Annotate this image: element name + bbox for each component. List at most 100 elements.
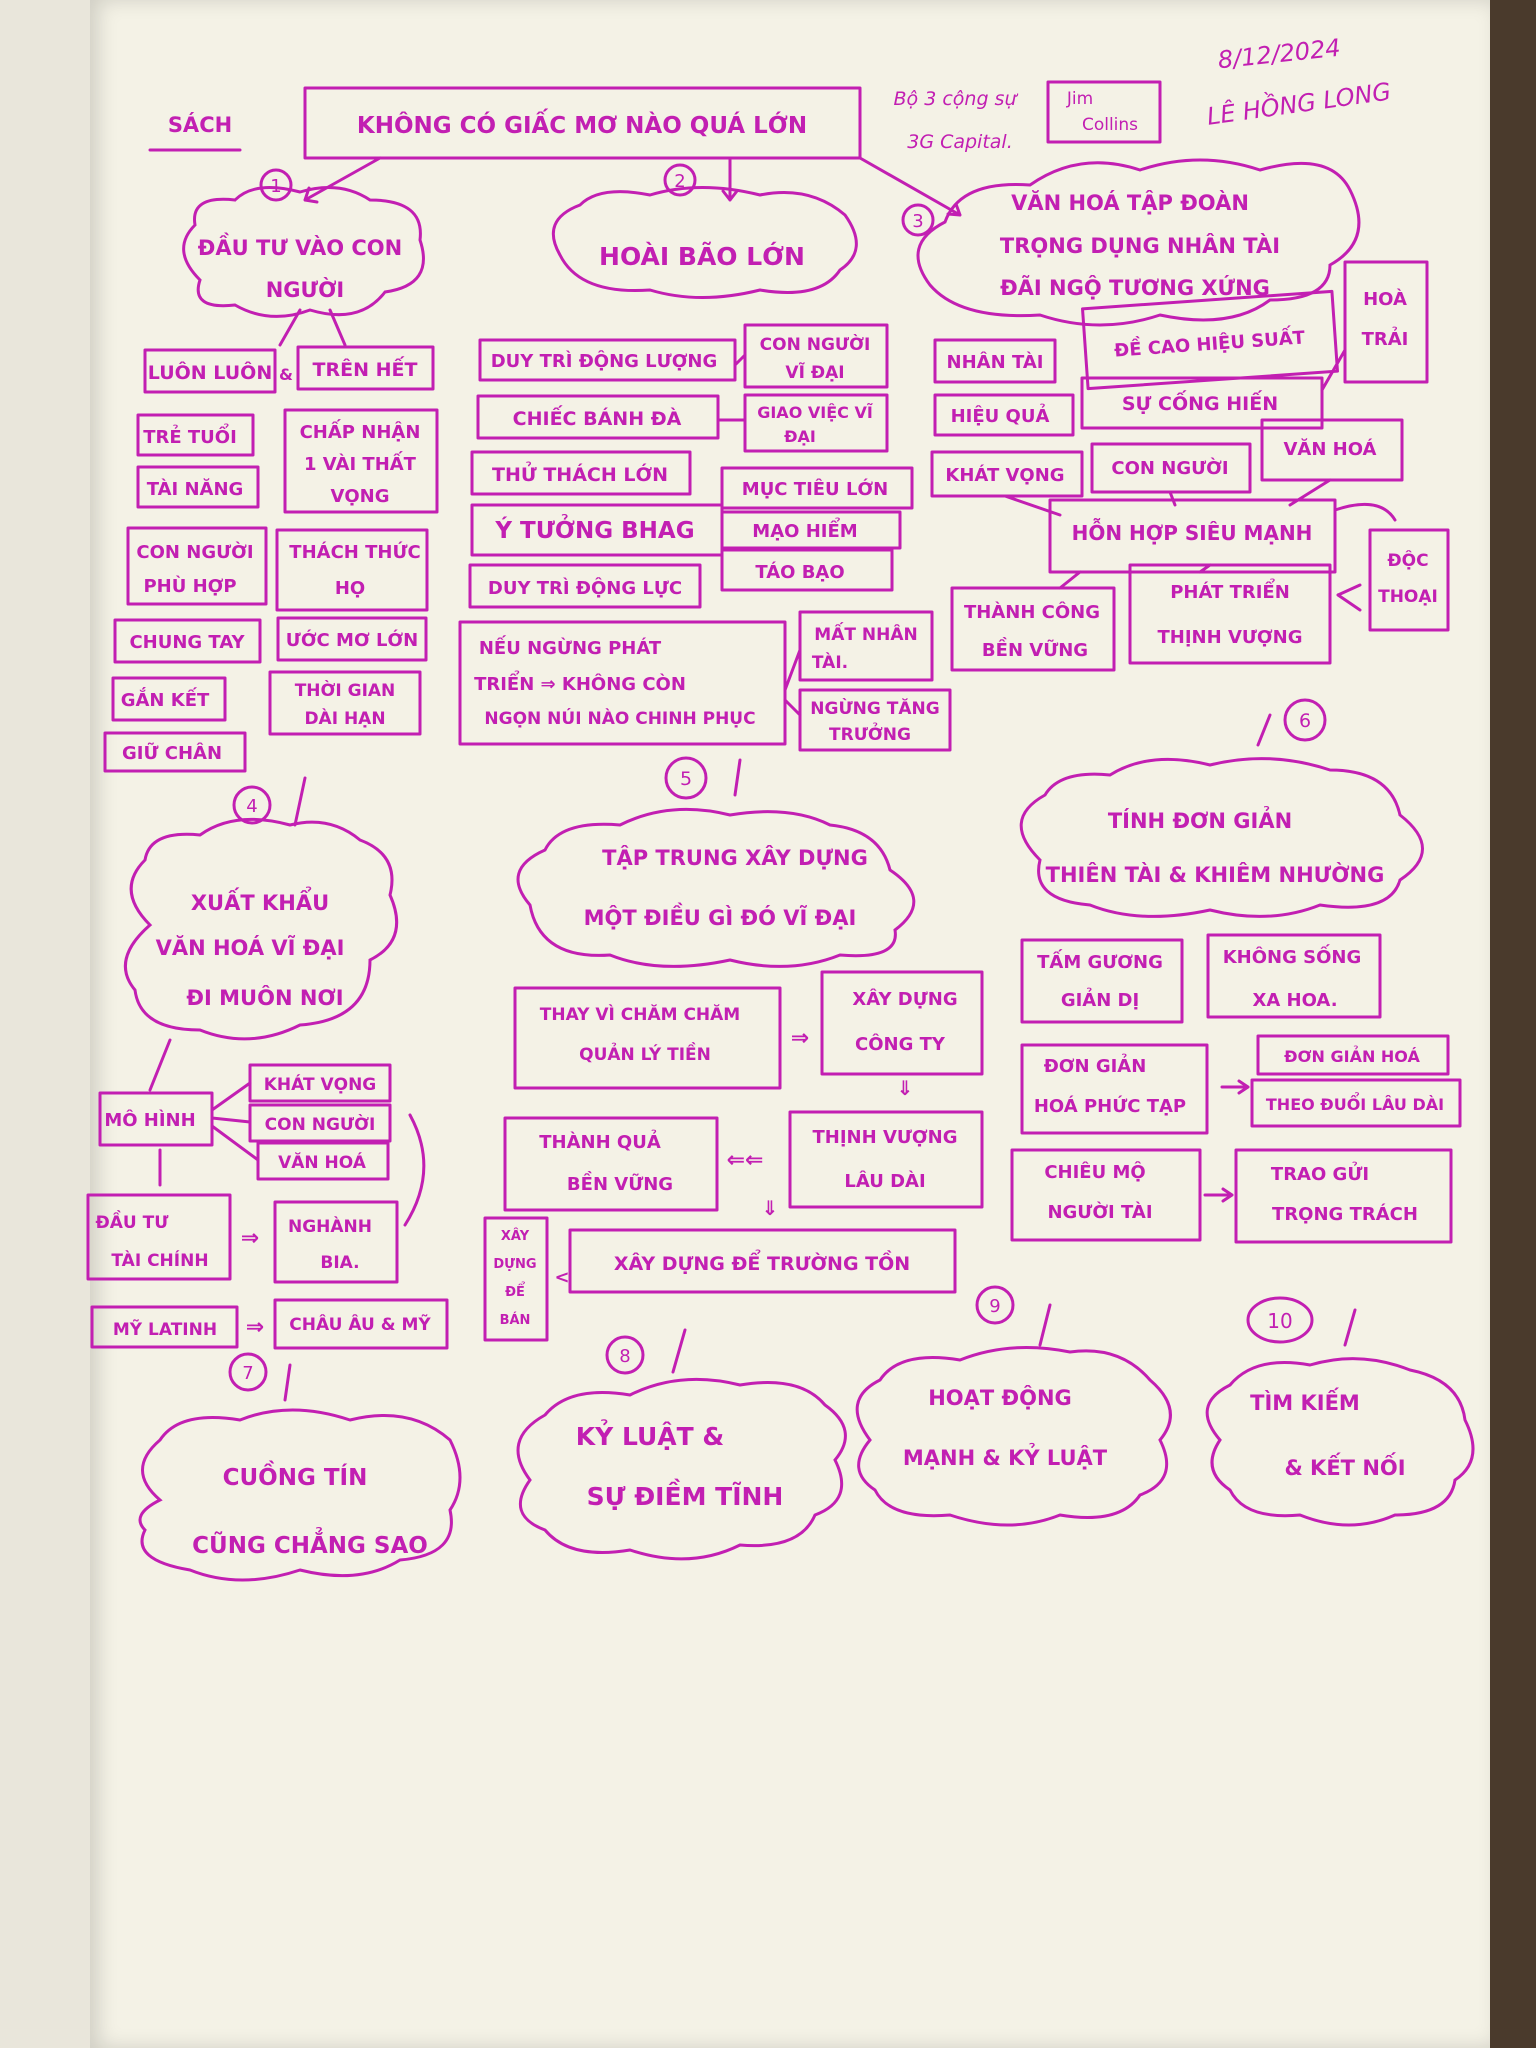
s3-item-hon-hop: HỖN HỢP SIÊU MẠNH	[1072, 518, 1313, 545]
s6-item-khong-song: KHÔNG SỐNG	[1223, 944, 1362, 968]
s3-item-con-nguoi: CON NGƯỜI	[1111, 457, 1228, 479]
s3-box-de-cao	[1081, 289, 1339, 391]
s5-number-circle	[664, 756, 708, 800]
s4-arrow-my-latinh: ⇒	[246, 1315, 264, 1340]
s3-versus-mark	[1336, 583, 1362, 612]
s6-number-circle	[1283, 698, 1327, 742]
s1-item-con-nguoi: CON NGƯỜI	[136, 541, 253, 563]
section-7: 7 CUỒNG TÍN CŨNG CHẲNG SAO	[138, 1352, 462, 1582]
s6-item-chieu-mo: CHIÊU MỘ	[1044, 1161, 1145, 1183]
s6-item-trao-gui: TRAO GỬI	[1271, 1161, 1369, 1185]
s4-item-mo-hinh: MÔ HÌNH	[104, 1109, 195, 1131]
s3-item-thoai: THOẠI	[1378, 587, 1438, 607]
s3-number: 3	[912, 211, 923, 232]
s2-item-muc-tieu-lon: MỤC TIÊU LỚN	[742, 478, 888, 500]
s7-arrow	[283, 1363, 292, 1402]
s6-box-don-gian-hoa	[1256, 1034, 1450, 1076]
s10-number: 10	[1267, 1309, 1292, 1333]
s6-item-don-gian-hoa: ĐƠN GIẢN HOÁ	[1284, 1045, 1420, 1066]
author-box-line-1: Jim	[1066, 89, 1093, 109]
s5-arrow-down-2: ⇓	[762, 1196, 779, 1220]
s1-box-thoi-gian	[268, 670, 422, 736]
s3-item-van-hoa: VĂN HOÁ	[1283, 438, 1376, 460]
s6-box-trao-gui	[1234, 1148, 1453, 1244]
section-5: 5 TẬP TRUNG XÂY DỰNG MỘT ĐIỀU GÌ ĐÓ VĨ Đ…	[483, 756, 984, 1342]
s4-box-dau-tu	[86, 1193, 232, 1281]
s1-number-circle	[259, 168, 293, 202]
s5-versus-mark: <	[554, 1267, 569, 1288]
s3-box-phat-trien	[1128, 563, 1332, 665]
s6-item-xa-hoa: XA HOA.	[1252, 990, 1337, 1011]
s3-number-circle	[901, 203, 935, 237]
s2-box-giao-viec	[743, 393, 889, 453]
s1-item-giu-chan: GIỮ CHÂN	[122, 741, 222, 764]
s3-box-nhan-tai	[933, 338, 1057, 384]
s3-item-nhan-tai: NHÂN TÀI	[947, 351, 1044, 373]
s3-box-hoa-trai	[1343, 260, 1429, 384]
s4-cloud-line-3: ĐI MUÔN NƠI	[186, 985, 343, 1010]
s3-item-hieu-qua: HIỆU QUẢ	[951, 404, 1050, 427]
s1-box-giu-chan	[103, 731, 247, 773]
s5-item-thanh-qua: THÀNH QUẢ	[539, 1130, 661, 1153]
s9-cloud-line-1: HOẠT ĐỘNG	[928, 1384, 1072, 1410]
s2-cloud	[551, 186, 858, 299]
s2-item-trien-khong-con: TRIỂN ⇒ KHÔNG CÒN	[474, 670, 686, 695]
s2-item-ngon-nui: NGỌN NÚI NÀO CHINH PHỤC	[484, 707, 755, 729]
note-author: LÊ HỒNG LONG	[1205, 73, 1393, 130]
s5-cloud-line-1: TẬP TRUNG XÂY DỰNG	[602, 844, 868, 870]
s10-cloud-line-2: & KẾT NỐI	[1284, 1452, 1405, 1480]
s2-box-thu-thach-lon	[470, 450, 692, 496]
s1-box-uoc-mo-lon	[276, 616, 428, 662]
s4-cloud-line-1: XUẤT KHẨU	[191, 887, 329, 915]
s2-box-chiec-banh-da	[476, 394, 720, 440]
s3-item-hoa: HOÀ	[1363, 288, 1407, 310]
s3-cloud-line-2: TRỌNG DỤNG NHÂN TÀI	[1000, 233, 1280, 258]
s1-box-thach-thuc	[275, 528, 429, 612]
s8-cloud-line-2: SỰ ĐIỀM TĨNH	[587, 1478, 784, 1511]
s7-number-circle	[228, 1352, 268, 1392]
s4-box-nganh-bia	[273, 1200, 399, 1284]
s1-cloud-line-2: NGƯỜI	[266, 277, 345, 302]
s2-item-mat-nhan: MẤT NHÂN	[814, 621, 917, 645]
s2-neu-ngung-connectors	[783, 648, 802, 717]
s1-item-vong: VỌNG	[330, 486, 389, 507]
s1-box-con-nguoi	[126, 526, 268, 606]
s1-box-chung-tay	[113, 618, 262, 664]
s1-box-gan-ket	[111, 676, 227, 722]
s3-box-doc-thoai	[1368, 528, 1450, 632]
s3-box-cong-hien	[1080, 376, 1324, 430]
author-box-line-2: Collins	[1082, 115, 1138, 135]
s1-item-chap-nhan: CHẤP NHẬN	[300, 419, 421, 443]
s1-item-dai-han: DÀI HẠN	[304, 707, 385, 729]
section-9: 9 HOẠT ĐỘNG MẠNH & KỶ LUẬT	[855, 1285, 1172, 1527]
s5-cloud-line-2: MỘT ĐIỀU GÌ ĐÓ VĨ ĐẠI	[584, 902, 857, 930]
s1-box-tre-tuoi	[136, 413, 255, 457]
s2-item-chiec-banh-da: CHIẾC BÁNH ĐÀ	[513, 404, 682, 430]
s1-item-tai-nang: TÀI NĂNG	[147, 478, 244, 500]
s3-hon-hop-to-doc-thoai	[1333, 502, 1397, 522]
s1-item-vai-that: 1 VÀI THẤT	[304, 451, 417, 475]
s3-item-ben-vung: BỀN VỮNG	[982, 637, 1088, 661]
s5-box-truong-ton	[568, 1228, 957, 1294]
section-8: 8 KỶ LUẬT & SỰ ĐIỀM TĨNH	[516, 1328, 847, 1561]
s7-cloud	[138, 1408, 462, 1582]
s5-item-de: ĐỂ	[505, 1282, 525, 1300]
s2-item-vi-dai: VĨ ĐẠI	[785, 360, 844, 383]
s5-item-cong-ty: CÔNG TY	[855, 1033, 946, 1055]
s2-box-duy-tri-dong-luong	[478, 338, 737, 382]
s2-item-thu-thach-lon: THỬ THÁCH LỚN	[492, 461, 668, 486]
s6-item-don-gian: ĐƠN GIẢN	[1044, 1054, 1147, 1077]
s4-box-my-latinh	[90, 1305, 239, 1349]
s3-cloud-line-1: VĂN HOÁ TẬP ĐOÀN	[1011, 189, 1249, 215]
s1-item-tren-het: TRÊN HẾT	[313, 355, 418, 381]
s2-item-tai: TÀI.	[812, 651, 848, 673]
s7-cloud-line-1: CUỒNG TÍN	[223, 1460, 368, 1491]
s2-item-bhag: Ý TƯỞNG BHAG	[494, 514, 694, 544]
s5-number: 5	[680, 768, 692, 790]
s6-box-chieu-mo	[1010, 1148, 1202, 1242]
s6-item-nguoi-tai: NGƯỜI TÀI	[1047, 1201, 1152, 1223]
s8-cloud	[516, 1377, 847, 1561]
arrow-title-to-s2	[721, 156, 739, 202]
s5-item-thay-vi: THAY VÌ CHĂM CHĂM	[540, 1003, 740, 1025]
s2-item-dai: ĐẠI	[784, 427, 816, 446]
